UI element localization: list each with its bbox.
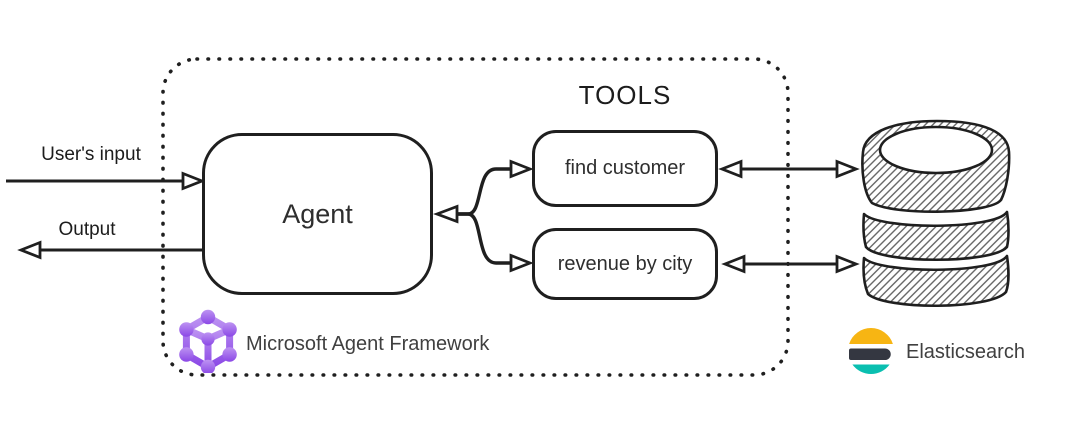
output-arrow bbox=[17, 240, 202, 260]
elasticsearch-logo-icon bbox=[849, 328, 893, 374]
users-input-label: User's input bbox=[41, 144, 141, 165]
tool-label: revenue by city bbox=[557, 252, 693, 275]
framework-name-label: Microsoft Agent Framework bbox=[246, 333, 490, 355]
agent-tools-connector bbox=[433, 159, 534, 273]
elastic-yellow-slice bbox=[849, 328, 893, 344]
tool-node-find-customer: find customer bbox=[532, 130, 718, 207]
agent-label: Agent bbox=[282, 198, 353, 229]
elastic-teal-slice bbox=[852, 364, 890, 374]
agent-framework-cube-icon bbox=[179, 309, 237, 373]
agent-node: Agent bbox=[202, 133, 433, 295]
tool-label: find customer bbox=[564, 157, 686, 179]
users-input-arrow bbox=[6, 171, 206, 191]
output-label: Output bbox=[58, 219, 116, 240]
datastore-name-label: Elasticsearch bbox=[906, 341, 1025, 363]
find-customer-db-arrow bbox=[718, 159, 860, 179]
tool-node-revenue-by-city: revenue by city bbox=[532, 228, 718, 300]
tools-title: TOOLS bbox=[578, 80, 672, 110]
elastic-dark-slice bbox=[849, 348, 891, 360]
revenue-db-arrow bbox=[721, 254, 860, 274]
database-icon bbox=[861, 119, 1011, 308]
